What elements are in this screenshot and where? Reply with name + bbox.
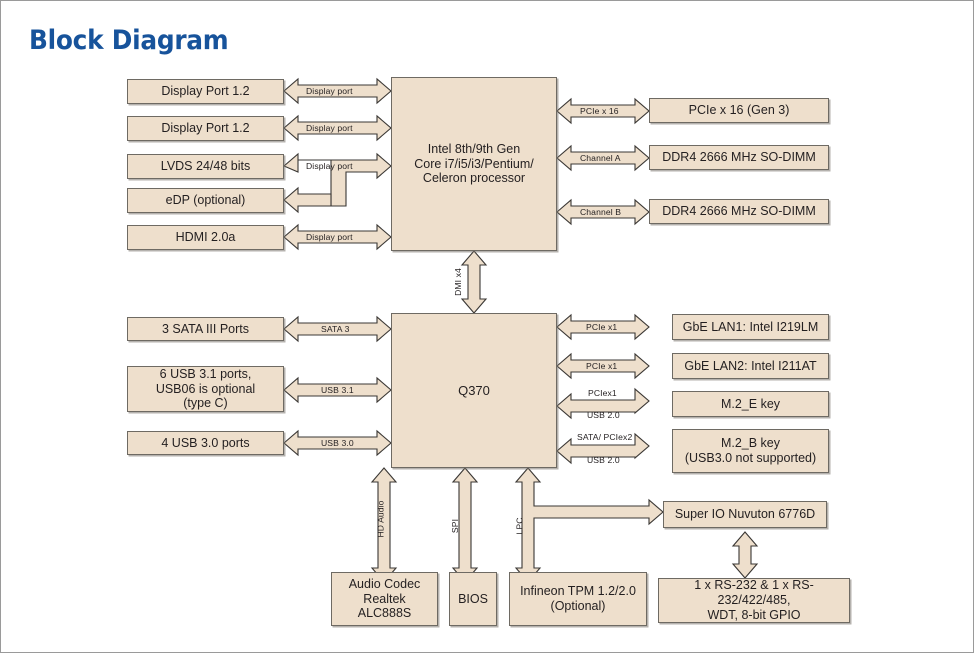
link-label-display-port-3: Display port [306,161,353,171]
link-label-usb20-m2e: USB 2.0 [587,410,620,420]
link-label-sata3: SATA 3 [321,324,350,334]
link-label-usb20-m2b: USB 2.0 [587,455,620,465]
link-label-display-port-1: Display port [306,86,353,96]
link-label-usb30: USB 3.0 [321,438,354,448]
block-usb30-ports[interactable]: 4 USB 3.0 ports [127,431,284,455]
link-label-hd-audio: HD Audio [375,500,386,538]
block-processor[interactable]: Intel 8th/9th Gen Core i7/i5/i3/Pentium/… [391,77,557,251]
block-gbe-lan1[interactable]: GbE LAN1: Intel I219LM [672,314,829,340]
block-sata-ports[interactable]: 3 SATA III Ports [127,317,284,341]
link-label-display-port-2: Display port [306,123,353,133]
page-title: Block Diagram [29,25,229,56]
block-bios[interactable]: BIOS [449,572,497,626]
block-ddr4-channel-a[interactable]: DDR4 2666 MHz SO-DIMM [649,145,829,170]
block-tpm[interactable]: Infineon TPM 1.2/2.0 (Optional) [509,572,647,626]
link-label-channel-b: Channel B [580,207,622,217]
block-hdmi[interactable]: HDMI 2.0a [127,225,284,250]
link-label-pciex1-m2e: PCIex1 [588,388,617,398]
block-chipset-q370[interactable]: Q370 [391,313,557,468]
link-label-pcie-x16: PCIe x 16 [580,106,619,116]
block-edp[interactable]: eDP (optional) [127,188,284,213]
link-label-lpc: LPC [514,517,525,535]
block-audio-codec[interactable]: Audio Codec Realtek ALC888S [331,572,438,626]
block-usb31-ports[interactable]: 6 USB 3.1 ports, USB06 is optional (type… [127,366,284,412]
block-super-io[interactable]: Super IO Nuvuton 6776D [663,501,827,528]
link-label-spi: SPI [450,518,461,534]
block-ddr4-channel-b[interactable]: DDR4 2666 MHz SO-DIMM [649,199,829,224]
link-label-pcie-x1-lan1: PCIe x1 [586,322,618,332]
block-display-port-1[interactable]: Display Port 1.2 [127,79,284,104]
link-label-display-port-4: Display port [306,232,353,242]
block-display-port-2[interactable]: Display Port 1.2 [127,116,284,141]
block-gbe-lan2[interactable]: GbE LAN2: Intel I211AT [672,353,829,379]
link-label-pcie-x1-lan2: PCIe x1 [586,361,618,371]
block-m2-b-key[interactable]: M.2_B key (USB3.0 not supported) [672,429,829,473]
block-lvds[interactable]: LVDS 24/48 bits [127,154,284,179]
block-m2-e-key[interactable]: M.2_E key [672,391,829,417]
link-label-usb31: USB 3.1 [321,385,354,395]
link-label-channel-a: Channel A [580,153,621,163]
block-serial-gpio[interactable]: 1 x RS-232 & 1 x RS-232/422/485, WDT, 8-… [658,578,850,623]
block-pcie-x16[interactable]: PCIe x 16 (Gen 3) [649,98,829,123]
link-label-dmi-x4: DMI x4 [452,268,463,296]
link-label-sata-pciex2-m2b: SATA/ PCIex2 [577,432,633,442]
